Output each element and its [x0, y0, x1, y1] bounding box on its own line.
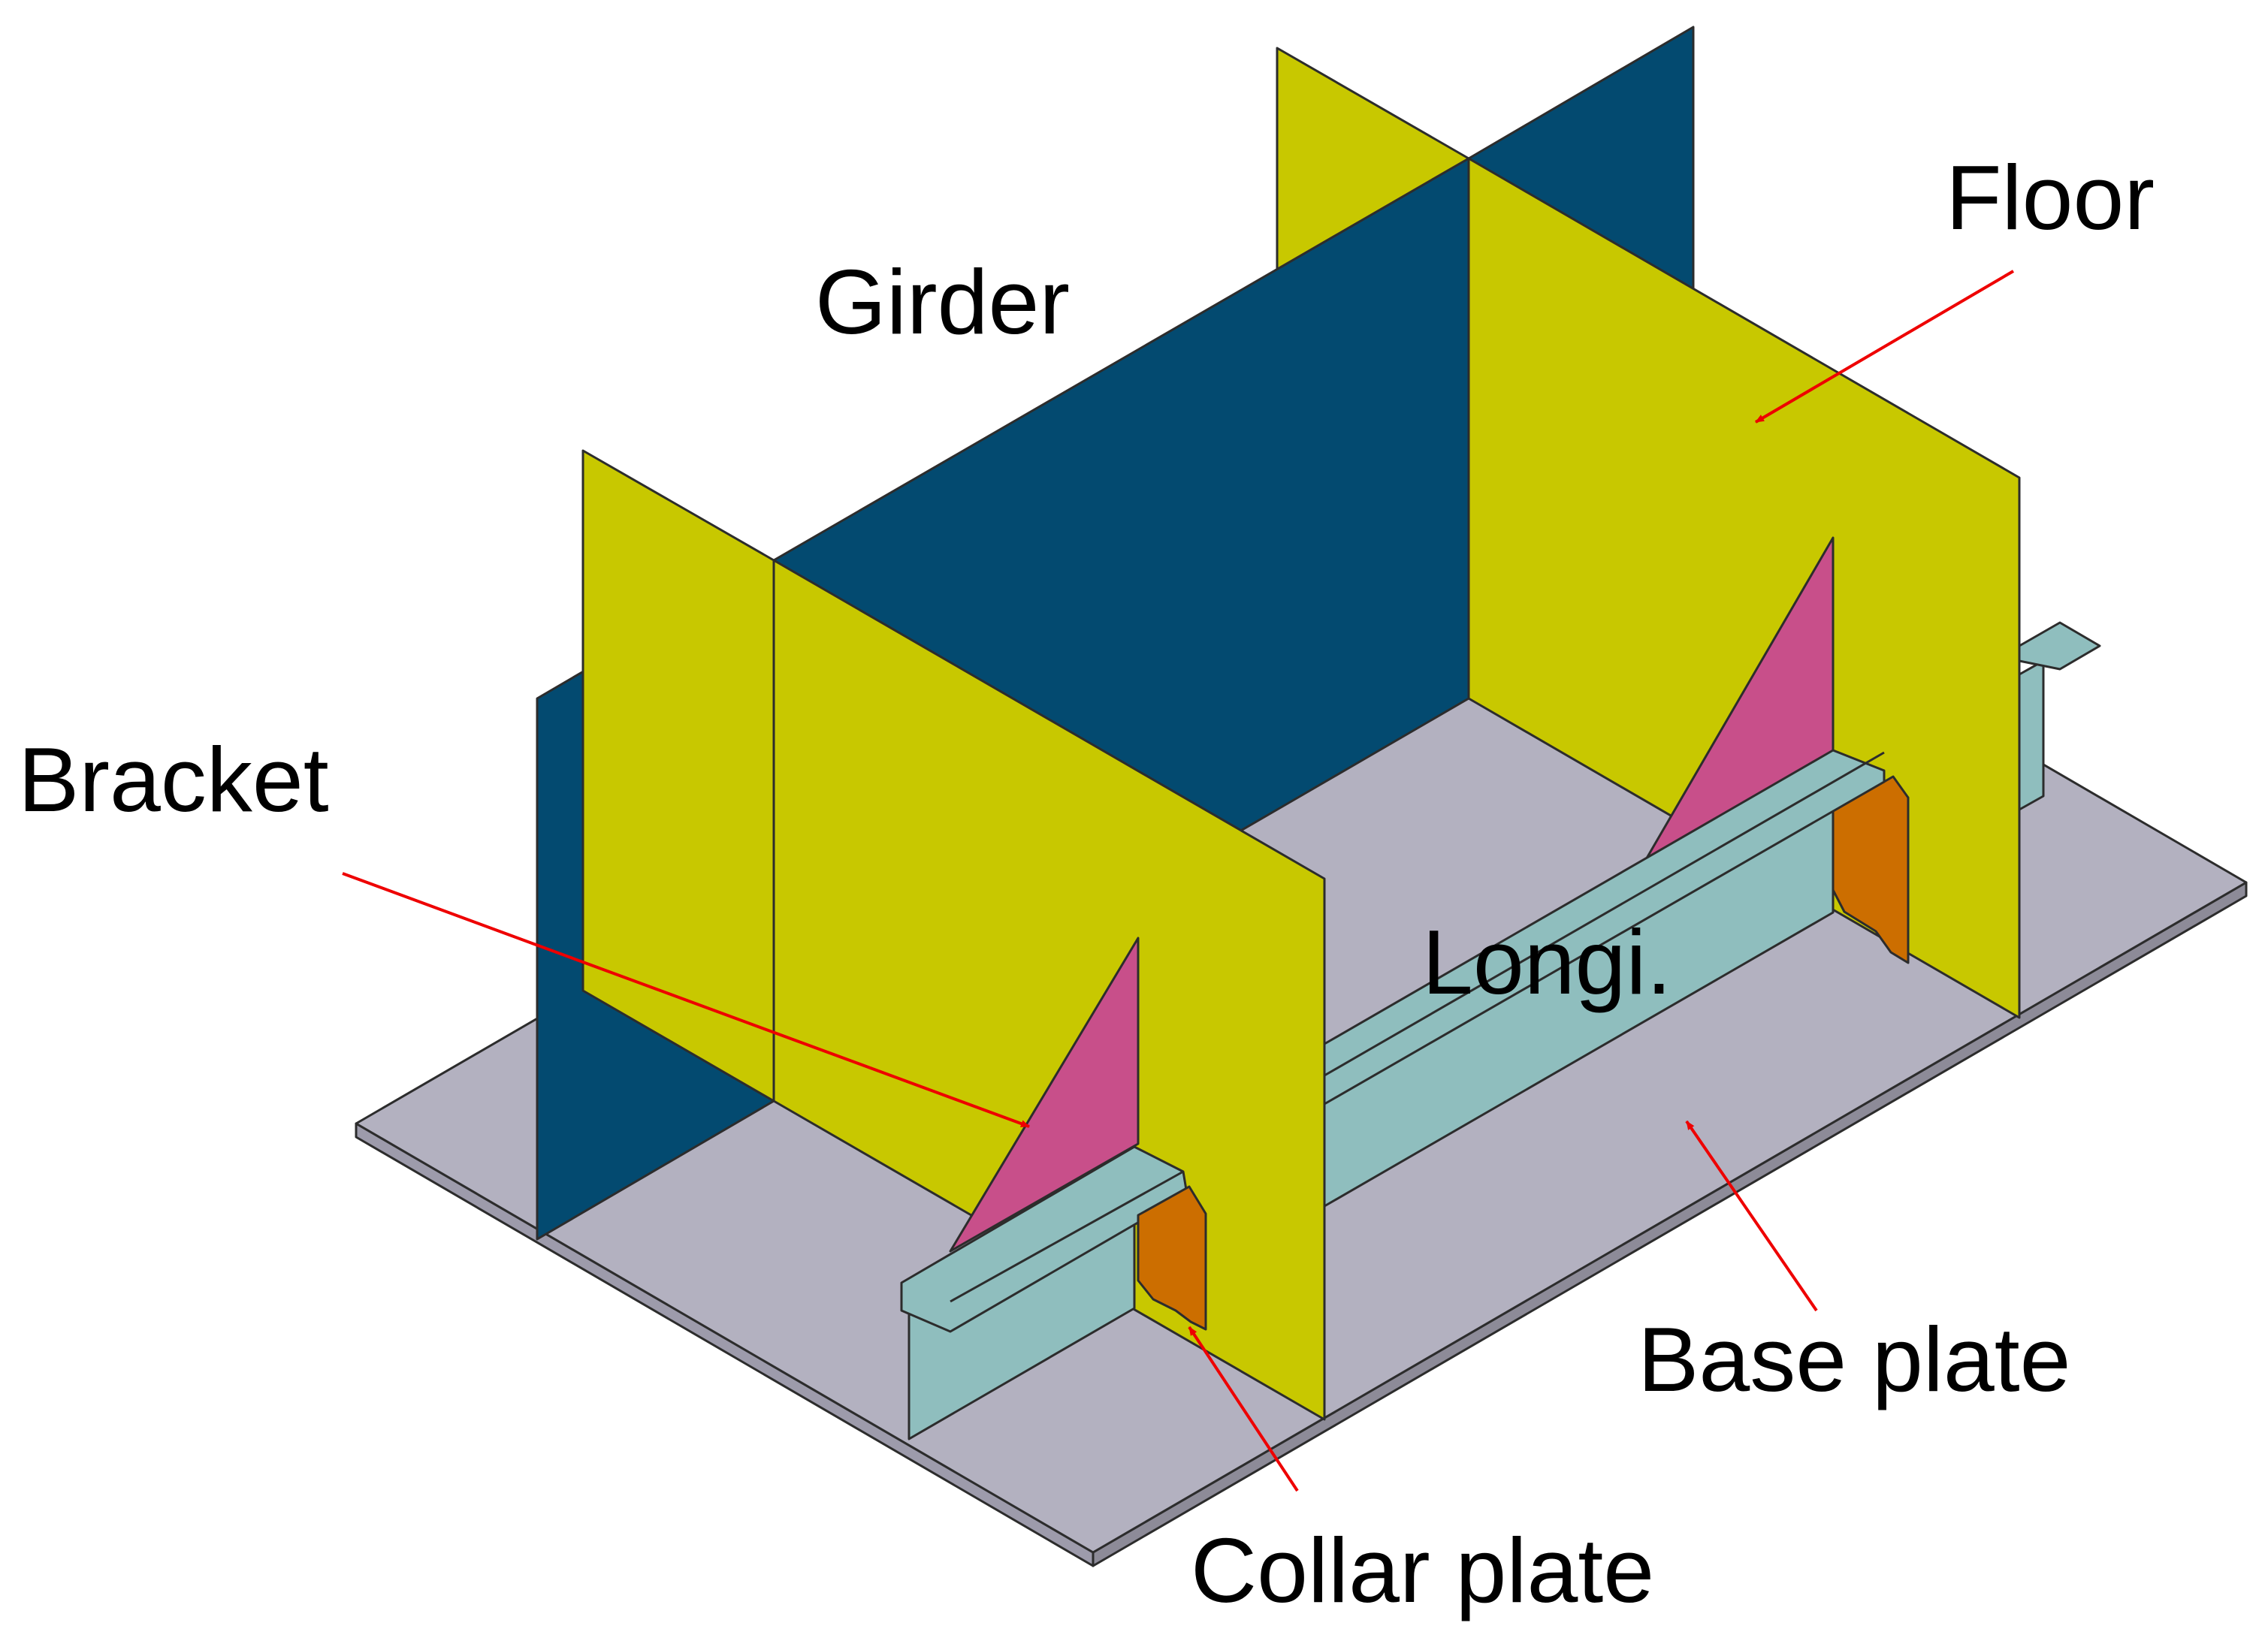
back-longi-flange	[2018, 621, 2101, 671]
floor-label: Floor	[1946, 146, 2155, 249]
back-longi-web	[2018, 659, 2045, 811]
bracket-label: Bracket	[18, 728, 329, 831]
collar-plate-arrow	[1188, 1326, 1299, 1492]
front-floor-upper-left	[581, 449, 775, 1103]
front-bracket	[949, 937, 1140, 1253]
base-plate-label: Base plate	[1638, 1308, 2071, 1410]
bracket-arrow	[342, 872, 1030, 1128]
collar-plate-label: Collar plate	[1191, 1519, 1654, 1621]
back-collar-plate	[1832, 775, 1910, 964]
annotation-arrows	[342, 270, 2015, 1492]
main-longi	[1323, 749, 1886, 1208]
longi-flange-edge	[1324, 751, 1885, 1077]
girder-label: Girder	[815, 251, 1070, 353]
front-longi-assembly	[900, 937, 1207, 1440]
base-plate-arrow	[1685, 1120, 1818, 1312]
front-flange-edge	[950, 1170, 1184, 1303]
longi-label: Longi.	[1422, 911, 1672, 1013]
floor-arrow	[1754, 270, 2015, 424]
longi-flange-middle	[1323, 749, 1886, 1106]
front-collar-plate	[1137, 1185, 1207, 1331]
labels: Girder Floor Bracket Longi. Base plate C…	[18, 146, 2155, 1621]
